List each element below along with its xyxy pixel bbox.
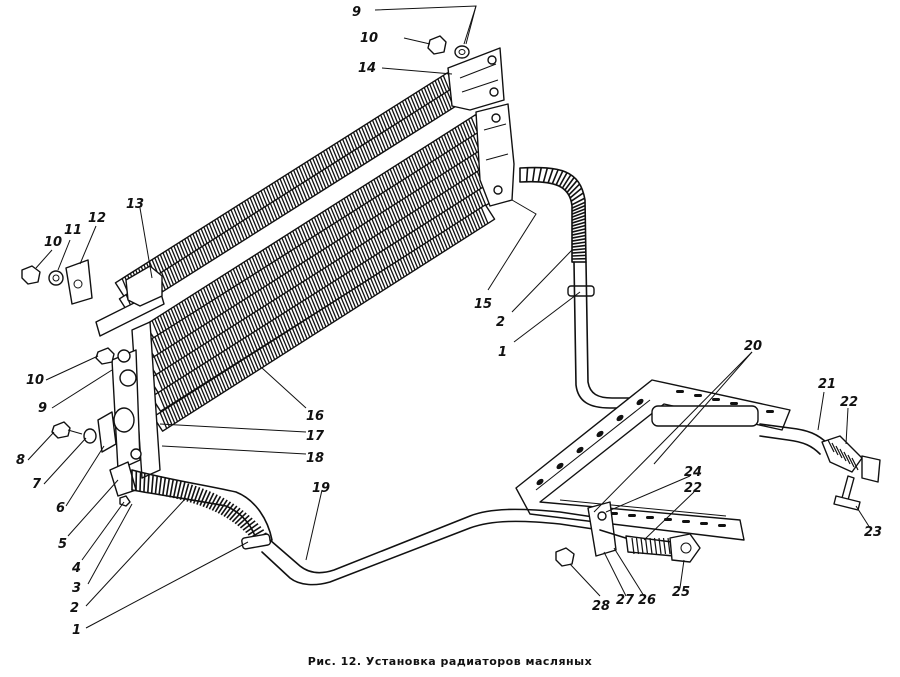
bolt-10-top	[403, 35, 447, 55]
callout-16: 16	[306, 409, 324, 424]
callout-6: 6	[56, 501, 65, 516]
pipe-19	[261, 508, 601, 586]
hose-upper-right	[519, 166, 587, 263]
callout-22-right: 22	[840, 395, 858, 410]
callout-7: 7	[32, 477, 42, 492]
hose-lower-left	[131, 469, 273, 547]
callout-23: 23	[864, 525, 882, 540]
callout-10-mid: 10	[26, 373, 44, 388]
clamp-12-left	[65, 259, 93, 305]
callout-9-mid: 9	[38, 401, 47, 416]
callout-2-right: 2	[496, 315, 505, 330]
callout-10-top: 10	[360, 31, 378, 46]
frame-cross-member	[515, 379, 791, 541]
callout-labels: 9 10 14 13 10 11 12 15 2 1 20 21 22 10 9…	[16, 5, 882, 638]
pipe-right-vertical	[573, 261, 661, 409]
callout-2-left: 2	[70, 601, 79, 616]
callout-11: 11	[64, 223, 82, 238]
nut-4	[119, 495, 131, 507]
fitting-22-right	[821, 435, 881, 483]
callout-15: 15	[474, 297, 492, 312]
callout-18: 18	[306, 451, 324, 466]
callout-24: 24	[684, 465, 702, 480]
clamp-1-upper	[567, 285, 595, 297]
callout-9-top: 9	[352, 5, 361, 20]
callout-3: 3	[72, 581, 81, 596]
pipe-21	[651, 405, 829, 455]
drain-cock-23	[833, 475, 861, 511]
callout-19: 19	[312, 481, 330, 496]
bracket-13-handle	[95, 265, 165, 337]
lower-right-bracket	[475, 103, 515, 207]
figure-caption: Рис. 12. Установка радиаторов масляных	[307, 655, 593, 668]
callout-1-right: 1	[498, 345, 507, 360]
callout-1-left: 1	[72, 623, 81, 638]
callout-4: 4	[71, 561, 81, 576]
callout-21: 21	[818, 377, 836, 392]
leader-lines	[27, 5, 871, 629]
callout-13: 13	[126, 197, 144, 212]
callout-14: 14	[358, 61, 376, 76]
bolt-10-left	[21, 265, 41, 285]
washer-9-top	[454, 45, 470, 59]
bolt-8	[51, 421, 83, 439]
radiator-tube-bank	[114, 72, 496, 432]
bolt-10-mid	[95, 347, 131, 365]
washer-11-left	[48, 270, 64, 286]
clamp-1-lower	[241, 533, 272, 550]
callout-17: 17	[306, 429, 325, 444]
fitting-25	[669, 533, 701, 563]
callout-22-lower: 22	[684, 481, 702, 496]
callout-5: 5	[58, 537, 67, 552]
callout-20: 20	[744, 339, 762, 354]
washer-7	[83, 428, 97, 444]
fitting-22-lower	[599, 529, 675, 557]
callout-8: 8	[16, 453, 25, 468]
callout-26: 26	[638, 593, 656, 608]
callout-12: 12	[88, 211, 106, 226]
callout-10-left: 10	[44, 235, 62, 250]
callout-28: 28	[592, 599, 610, 614]
clamp-24	[587, 501, 617, 557]
clamp-6	[97, 411, 117, 453]
callout-25: 25	[672, 585, 690, 600]
bolt-28	[555, 547, 575, 567]
callout-27: 27	[616, 593, 635, 608]
upper-right-bracket	[447, 47, 505, 111]
